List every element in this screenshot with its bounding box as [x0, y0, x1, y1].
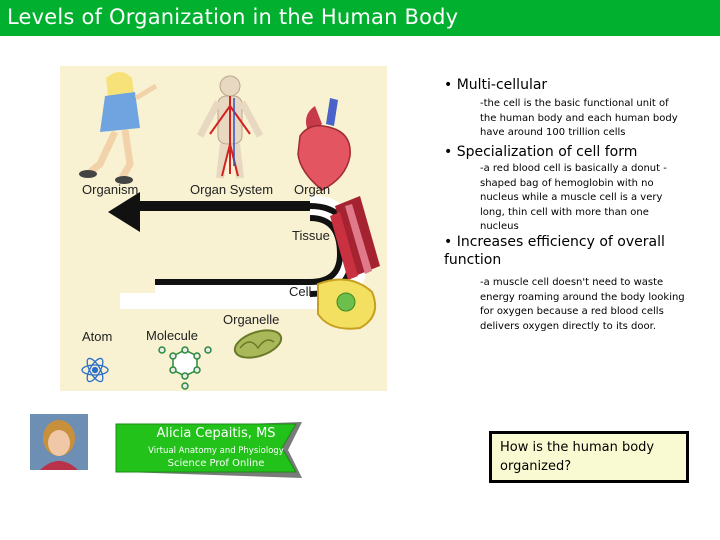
bullet-heading-3: • Increases efficiency of overall functi… — [444, 234, 665, 268]
molecule-figure — [158, 346, 212, 390]
slide-title: Levels of Organization in the Human Body — [7, 5, 459, 29]
author-course: Virtual Anatomy and Physiology — [148, 446, 284, 456]
cell-figure — [317, 278, 376, 330]
tissue-figure — [330, 196, 380, 280]
label-atom: Atom — [82, 329, 113, 344]
label-molecule: Molecule — [146, 328, 199, 343]
organelle-figure — [233, 329, 283, 359]
author-brand: Science Prof Online — [167, 458, 265, 469]
label-organism: Organism — [82, 182, 139, 197]
author-card: Alicia Cepaitis, MS Virtual Anatomy and … — [30, 412, 302, 478]
organ-system-figure — [196, 75, 264, 179]
label-organelle: Organelle — [223, 312, 280, 327]
author-photo — [30, 414, 88, 470]
title-bar: Levels of Organization in the Human Body — [0, 0, 720, 36]
label-cell: Cell — [289, 284, 312, 299]
levels-diagram: Organism Organ System Organ Tissue Cell … — [60, 66, 387, 391]
organism-figure — [79, 72, 158, 184]
author-name: Alicia Cepaitis, MS — [156, 426, 276, 441]
bullet-detail-3: -a muscle cell doesn't need to waste ene… — [480, 277, 685, 332]
label-organ-system: Organ System — [190, 182, 274, 197]
heart-organ-figure — [297, 98, 351, 191]
atom-figure — [81, 357, 109, 383]
bullet-detail-2: -a red blood cell is basically a donut -… — [480, 163, 667, 232]
label-tissue: Tissue — [292, 228, 330, 243]
bullet-heading-1: • Multi-cellular — [444, 77, 548, 93]
bullet-heading-2: • Specialization of cell form — [444, 144, 638, 160]
arrow-head — [108, 192, 140, 232]
question-text: How is the human body organized? — [500, 440, 655, 474]
author-banner — [115, 422, 302, 478]
label-organ: Organ — [294, 182, 331, 197]
question-box: How is the human body organized? — [489, 431, 689, 483]
bullet-detail-1: -the cell is the basic functional unit o… — [480, 98, 678, 138]
